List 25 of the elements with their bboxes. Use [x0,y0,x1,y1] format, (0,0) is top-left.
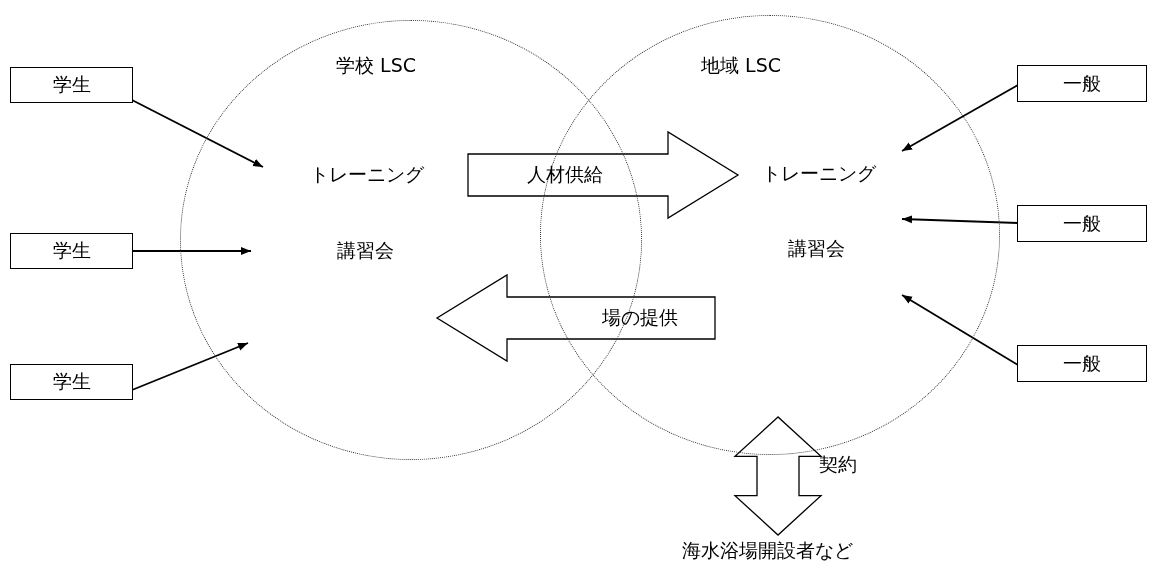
edge-label: 場の提供 [602,305,678,330]
node-text: 講習会 [730,226,903,302]
circle-title: 地域 LSC [701,53,781,78]
label-box: 学生 [10,67,133,103]
edge-label: 人材供給 [527,162,603,187]
circle-title: 学校 LSC [336,53,416,78]
arrow [901,84,1019,152]
label-box: 一般 [1017,205,1147,242]
block-arrow [435,273,716,363]
node-text: 講習会 [250,235,480,267]
block-arrow [733,416,823,536]
node-text: トレーニング [735,150,903,224]
arrow [131,99,264,168]
arrow [901,294,1019,366]
block-arrow [467,130,740,220]
arrow [131,342,249,391]
edge-label: 契約 [819,452,857,477]
arrow [901,215,1019,224]
node-text: トレーニング [262,158,472,192]
label-box: 一般 [1017,345,1147,382]
label-box: 学生 [10,364,133,400]
label-box: 一般 [1017,65,1147,102]
node-text: 海水浴場開設者など [680,534,855,568]
arrow [131,247,252,255]
label-box: 学生 [10,233,133,269]
